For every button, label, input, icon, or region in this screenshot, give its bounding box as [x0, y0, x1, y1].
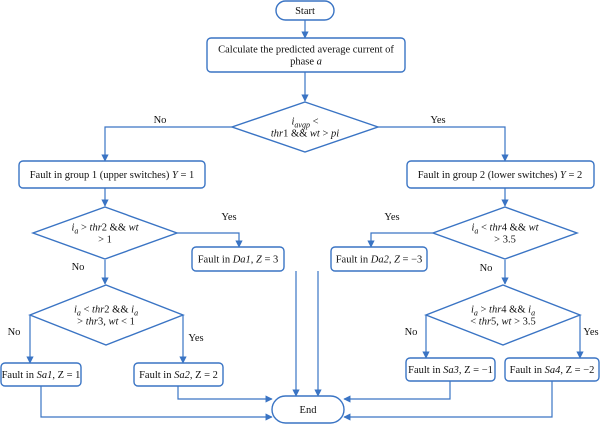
edge-d2-yes: [177, 232, 243, 248]
decision-d1-label: iavgp​ <thr1 && wt > pi: [271, 117, 339, 140]
edge-sa2-end: [177, 386, 273, 403]
edge-label-d1-yes: Yes: [430, 115, 445, 126]
da1-label: Fault in Da1, Z = 3: [198, 255, 279, 266]
sa4-label: Fault in Sa4, Z = −2: [510, 365, 595, 376]
decision-d3: [28, 284, 185, 346]
da2-label: Fault in Da2, Z = −3: [336, 255, 423, 266]
calc-process-box: [206, 37, 406, 73]
decision-d5: [424, 284, 582, 346]
start-label: Start: [295, 6, 315, 17]
decision-d1: [229, 101, 381, 153]
edge-label-d2-yes: Yes: [221, 212, 236, 223]
decision-d4-label: ia​ < thr4 && wt> 3.5: [471, 223, 539, 246]
edge-label-d3-yes: Yes: [188, 333, 203, 344]
sa3-process-box: [405, 357, 496, 382]
edge-sa3-end: [343, 381, 451, 403]
sa4-process-box: [504, 357, 600, 382]
decision-d2-label: ia​ > thr2 && wt> 1: [71, 223, 139, 246]
decision-d2: [30, 206, 180, 260]
da1-process-box: [191, 246, 285, 272]
sa2-label: Fault in Sa2, Z = 2: [139, 370, 218, 381]
edge-label-d1-no: No: [154, 115, 167, 126]
edges: [26, 20, 584, 421]
sa3-label: Fault in Sa3, Z = −1: [408, 365, 493, 376]
edge-sa4-end: [343, 381, 553, 421]
decision-d3-label: ia​ < thr2 && ia​> thr3, wt < 1: [74, 305, 138, 328]
calc-label: Calculate the predicted average current …: [218, 45, 394, 68]
end-label: End: [300, 405, 318, 416]
sa1-label: Fault in Sa1, Z = 1: [2, 370, 81, 381]
da2-process-box: [330, 246, 428, 272]
sa1-process-box: [0, 362, 82, 387]
edge-d1-no: [101, 126, 232, 162]
edge-label-d4-no: No: [480, 263, 493, 274]
decision-d5-label: ia​ > thr4 && ia​< thr5, wt > 3.5: [470, 305, 536, 328]
decision-d4: [430, 206, 580, 260]
edge-label-d5-no: No: [405, 327, 418, 338]
group2-process-box: [406, 160, 595, 189]
edge-d4-yes: [367, 232, 433, 248]
group2-label: Fault in group 2 (lower switches) Y = 2: [418, 170, 583, 181]
edge-label-d3-no: No: [8, 327, 21, 338]
group1-process-box: [18, 160, 206, 189]
edge-label-d4-yes: Yes: [384, 212, 399, 223]
edge-label-d2-no: No: [72, 262, 85, 273]
edge-d1-yes: [378, 126, 509, 162]
sa2-process-box: [133, 362, 224, 387]
start-terminator: [275, 0, 335, 21]
edge-label-d5-yes: Yes: [583, 327, 598, 338]
end-terminator: [271, 395, 345, 424]
group1-label: Fault in group 1 (upper switches) Y = 1: [30, 170, 195, 181]
edge-sa1-end: [40, 386, 273, 421]
